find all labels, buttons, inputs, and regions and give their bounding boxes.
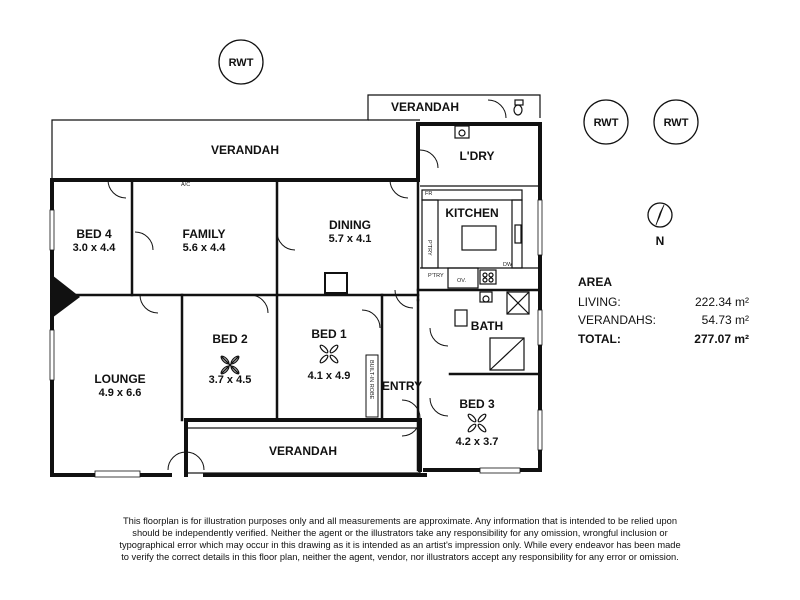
kitchen-fixtures (421, 125, 523, 289)
fixture-label-fridge: FR (425, 191, 432, 197)
area-label-living: LIVING: (578, 295, 621, 309)
fixture-label-ac: A/C (181, 182, 190, 188)
disclaimer-text: This floorplan is for illustration purpo… (110, 515, 690, 563)
room-dims-bed3: 4.2 x 3.7 (456, 436, 499, 448)
rwt-label: RWT (229, 57, 254, 69)
area-label-total: TOTAL: (578, 332, 621, 346)
area-summary: AREA LIVING: 222.34 m² VERANDAHS: 54.73 … (578, 275, 749, 346)
compass-label: N (656, 234, 665, 248)
room-label-bath: BATH (471, 319, 503, 333)
rwt-label: RWT (594, 117, 619, 129)
room-dims-lounge: 4.9 x 6.6 (99, 387, 142, 399)
area-value-total: 277.07 m² (694, 332, 749, 346)
room-label-verandah-bottom: VERANDAH (269, 444, 337, 458)
fixture-label-pantry: P'TRY (426, 240, 432, 256)
area-heading: AREA (578, 275, 612, 289)
rainwater-tank: RWT (653, 99, 699, 145)
rainwater-tank: RWT (583, 99, 629, 145)
interior-walls (50, 178, 542, 472)
chimney (324, 272, 348, 294)
room-label-bed3: BED 3 (459, 397, 495, 411)
disclaimer-line: to verify the correct details in this fl… (121, 552, 679, 562)
fireplace (52, 275, 80, 318)
fixture-label-pantry-2: P'TRY (428, 273, 444, 279)
fixture-label-robe: BUILT-IN ROBE (368, 360, 374, 400)
room-label-laundry: L'DRY (459, 149, 494, 163)
north-compass-icon: N (647, 202, 673, 248)
room-label-lounge: LOUNGE (94, 372, 145, 386)
room-label-verandah-top: VERANDAH (211, 143, 279, 157)
windows (49, 199, 543, 478)
rwt-label: RWT (664, 117, 689, 129)
room-dims-dining: 5.7 x 4.1 (329, 233, 372, 245)
robe-outline (365, 354, 379, 418)
room-label-bed1: BED 1 (311, 327, 347, 341)
room-label-kitchen: KITCHEN (445, 206, 498, 220)
room-dims-family: 5.6 x 4.4 (183, 242, 227, 254)
disclaimer-line: typographical error which may occur in t… (119, 540, 681, 550)
bath-fixtures (454, 99, 530, 371)
room-label-entry: ENTRY (382, 379, 422, 393)
room-label-verandah-top-small: VERANDAH (391, 100, 459, 114)
room-label-bed2: BED 2 (212, 332, 248, 346)
exterior-walls (50, 122, 542, 477)
area-label-verandahs: VERANDAHS: (578, 313, 656, 327)
room-dims-bed1: 4.1 x 4.9 (308, 370, 351, 382)
fixture-label-oven: OV. (457, 278, 466, 284)
room-label-family: FAMILY (183, 227, 226, 241)
rainwater-tank: RWT (218, 39, 264, 85)
room-label-bed4: BED 4 (76, 227, 112, 241)
ceiling-fans (220, 344, 487, 433)
disclaimer-line: should be independently verified. Neithe… (132, 528, 668, 538)
room-dims-bed4: 3.0 x 4.4 (73, 242, 117, 254)
area-value-living: 222.34 m² (695, 295, 749, 309)
room-label-dining: DINING (329, 218, 371, 232)
area-value-verandahs: 54.73 m² (702, 313, 749, 327)
room-dims-bed2: 3.7 x 4.5 (209, 374, 252, 386)
doors (107, 99, 507, 471)
disclaimer-line: This floorplan is for illustration purpo… (123, 516, 677, 526)
fixture-label-dishwasher: DW (503, 262, 513, 268)
